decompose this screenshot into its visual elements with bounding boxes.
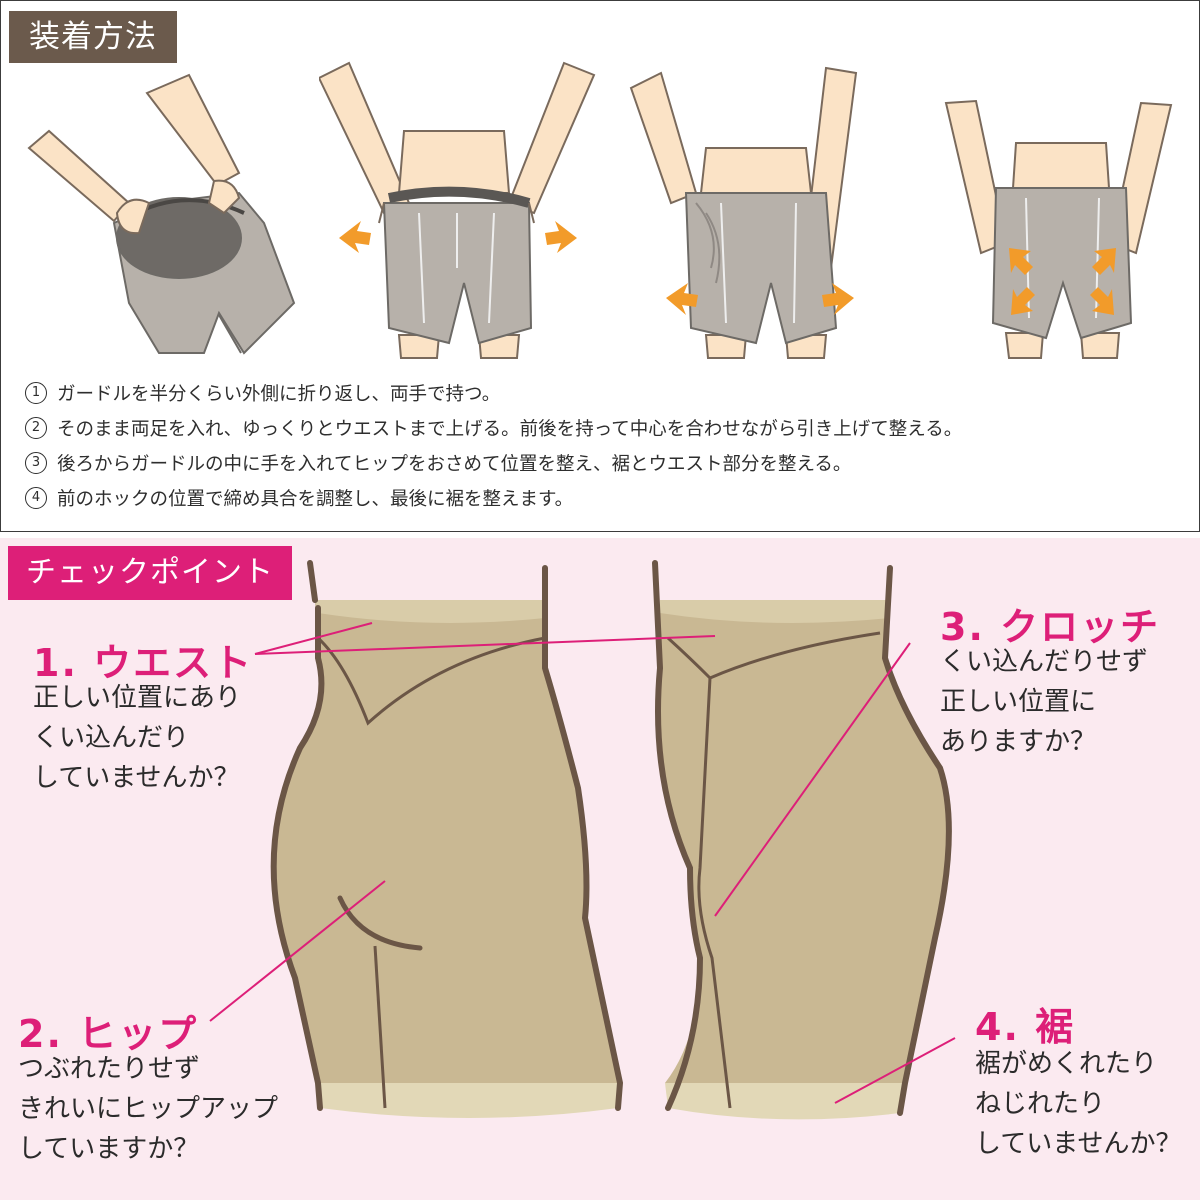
- step-3-illustration: [626, 53, 916, 371]
- step-4-illustration: [921, 53, 1200, 371]
- point-3-description: くい込んだりせず 正しい位置に ありますか？: [940, 647, 1149, 757]
- wearing-method-title: 装着方法: [9, 11, 177, 63]
- point-4-description: 裾がめくれたり ねじれたり していませんか？: [975, 1049, 1182, 1159]
- girdle-illustration: [209, 560, 956, 1120]
- check-points-panel: チェックポイント 1. ウエスト 正しい位置にあり くい込んだり していませんか…: [0, 538, 1200, 1200]
- wearing-method-panel: 装着方法: [0, 0, 1200, 532]
- instruction-text: ガードルを半分くらい外側に折り返し、両手で持つ。: [57, 383, 501, 405]
- step-1-illustration: [19, 53, 309, 371]
- girdle-back-view: [652, 560, 952, 1120]
- instruction-text: 前のホックの位置で締め具合を調整し、最後に裾を整えます。: [57, 488, 574, 510]
- instruction-step-3: 3 後ろからガードルの中に手を入れてヒップをおさめて位置を整え、裾とウエスト部分…: [19, 445, 1194, 480]
- girdle-side-view: [270, 560, 624, 1118]
- step-number-1: 1: [25, 381, 47, 404]
- point-3-title: 3. クロッチ: [940, 605, 1161, 649]
- point-2-title: 2. ヒップ: [18, 1012, 199, 1056]
- step-number-2: 2: [25, 416, 47, 439]
- point-2-description: つぶれたりせず きれいにヒップアップ していますか？: [18, 1054, 279, 1164]
- instruction-step-1: 1 ガードルを半分くらい外側に折り返し、両手で持つ。: [19, 375, 1194, 410]
- point-4-title: 4. 裾: [975, 1005, 1076, 1049]
- point-1-description: 正しい位置にあり くい込んだり していませんか？: [33, 683, 242, 793]
- point-1-title: 1. ウエスト: [33, 641, 254, 685]
- step-number-3: 3: [25, 451, 47, 474]
- step-2-illustration: [319, 53, 609, 371]
- instruction-text: 後ろからガードルの中に手を入れてヒップをおさめて位置を整え、裾とウエスト部分を整…: [57, 453, 852, 475]
- step-number-4: 4: [25, 486, 47, 509]
- instruction-text: そのまま両足を入れ、ゆっくりとウエストまで上げる。前後を持って中心を合わせながら…: [57, 418, 963, 440]
- check-points-title: チェックポイント: [8, 546, 292, 600]
- instruction-step-4: 4 前のホックの位置で締め具合を調整し、最後に裾を整えます。: [19, 480, 1194, 515]
- instruction-list: 1 ガードルを半分くらい外側に折り返し、両手で持つ。 2 そのまま両足を入れ、ゆ…: [19, 375, 1194, 515]
- instruction-step-2: 2 そのまま両足を入れ、ゆっくりとウエストまで上げる。前後を持って中心を合わせな…: [19, 410, 1194, 445]
